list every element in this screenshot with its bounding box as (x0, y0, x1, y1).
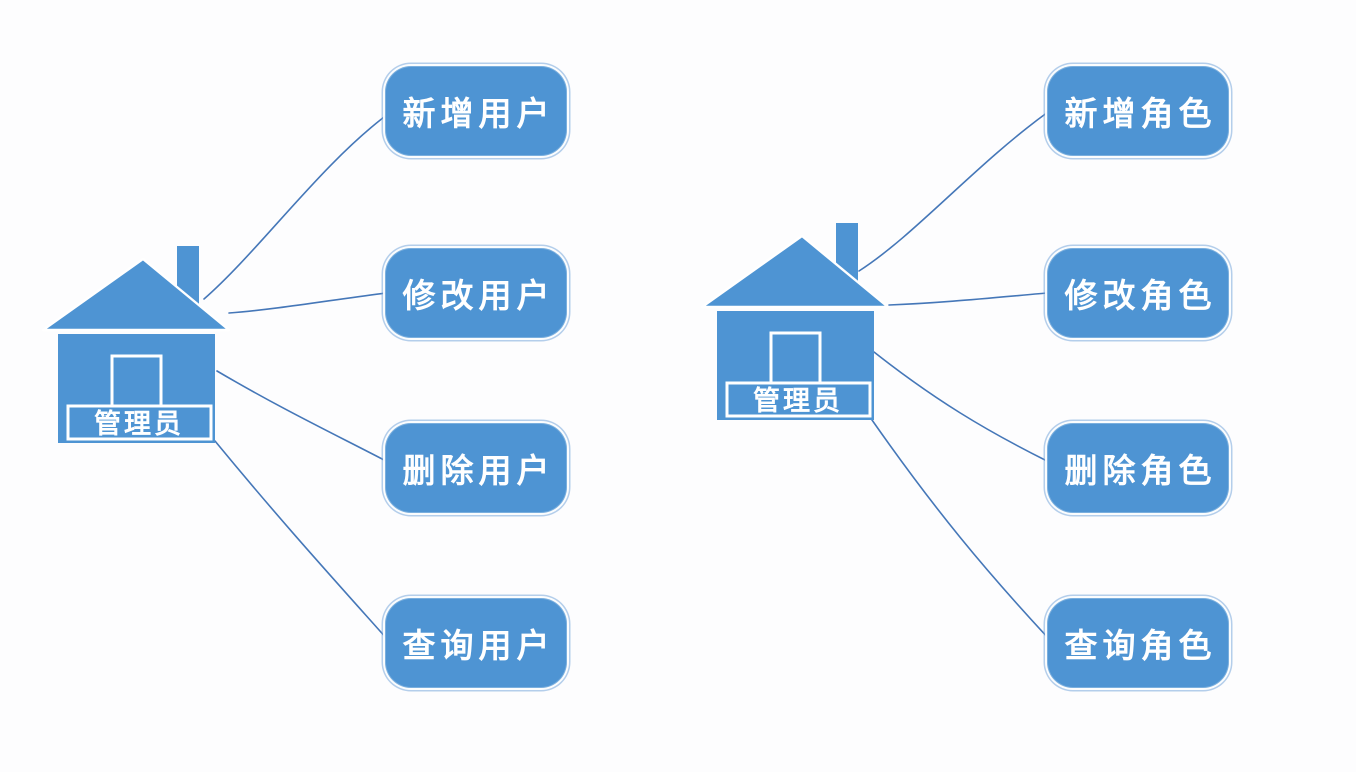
node-query-role: 查询角色 (1047, 598, 1229, 688)
actor-label: 管理员 (94, 409, 184, 439)
node-add-user: 新增用户 (385, 66, 567, 156)
node-label: 删除用户 (402, 452, 555, 489)
node-label: 新增角色 (1064, 95, 1217, 132)
node-label: 修改用户 (402, 277, 555, 314)
node-delete-user: 删除用户 (385, 423, 567, 513)
connector-left-query (214, 440, 389, 641)
node-label: 修改角色 (1064, 277, 1217, 314)
connector-left-modify (228, 292, 387, 314)
actor-label: 管理员 (753, 386, 843, 416)
roof-shape (42, 257, 231, 332)
node-delete-role: 删除角色 (1047, 423, 1229, 513)
connector-right-query (871, 419, 1051, 641)
house-icon: 管理员 (701, 223, 890, 420)
node-add-role: 新增角色 (1047, 66, 1229, 156)
connector-right-delete (873, 351, 1048, 462)
node-modify-role: 修改角色 (1047, 248, 1229, 338)
node-label: 查询用户 (402, 627, 555, 664)
roof-shape (701, 234, 890, 309)
connector-left-add (203, 113, 389, 300)
node-label: 查询角色 (1064, 627, 1217, 664)
house-icon: 管理员 (42, 246, 231, 443)
connector-right-modify (888, 292, 1048, 306)
actor-label-plaque (725, 381, 872, 418)
actor-label-plaque (66, 404, 213, 441)
node-query-user: 查询用户 (385, 598, 567, 688)
node-label: 新增用户 (402, 95, 555, 132)
connector-left-delete (216, 370, 387, 462)
node-modify-user: 修改用户 (385, 248, 567, 338)
door-shape (769, 331, 822, 386)
node-label: 删除角色 (1064, 452, 1217, 489)
door-shape (110, 354, 163, 409)
connector-right-add (858, 111, 1049, 272)
